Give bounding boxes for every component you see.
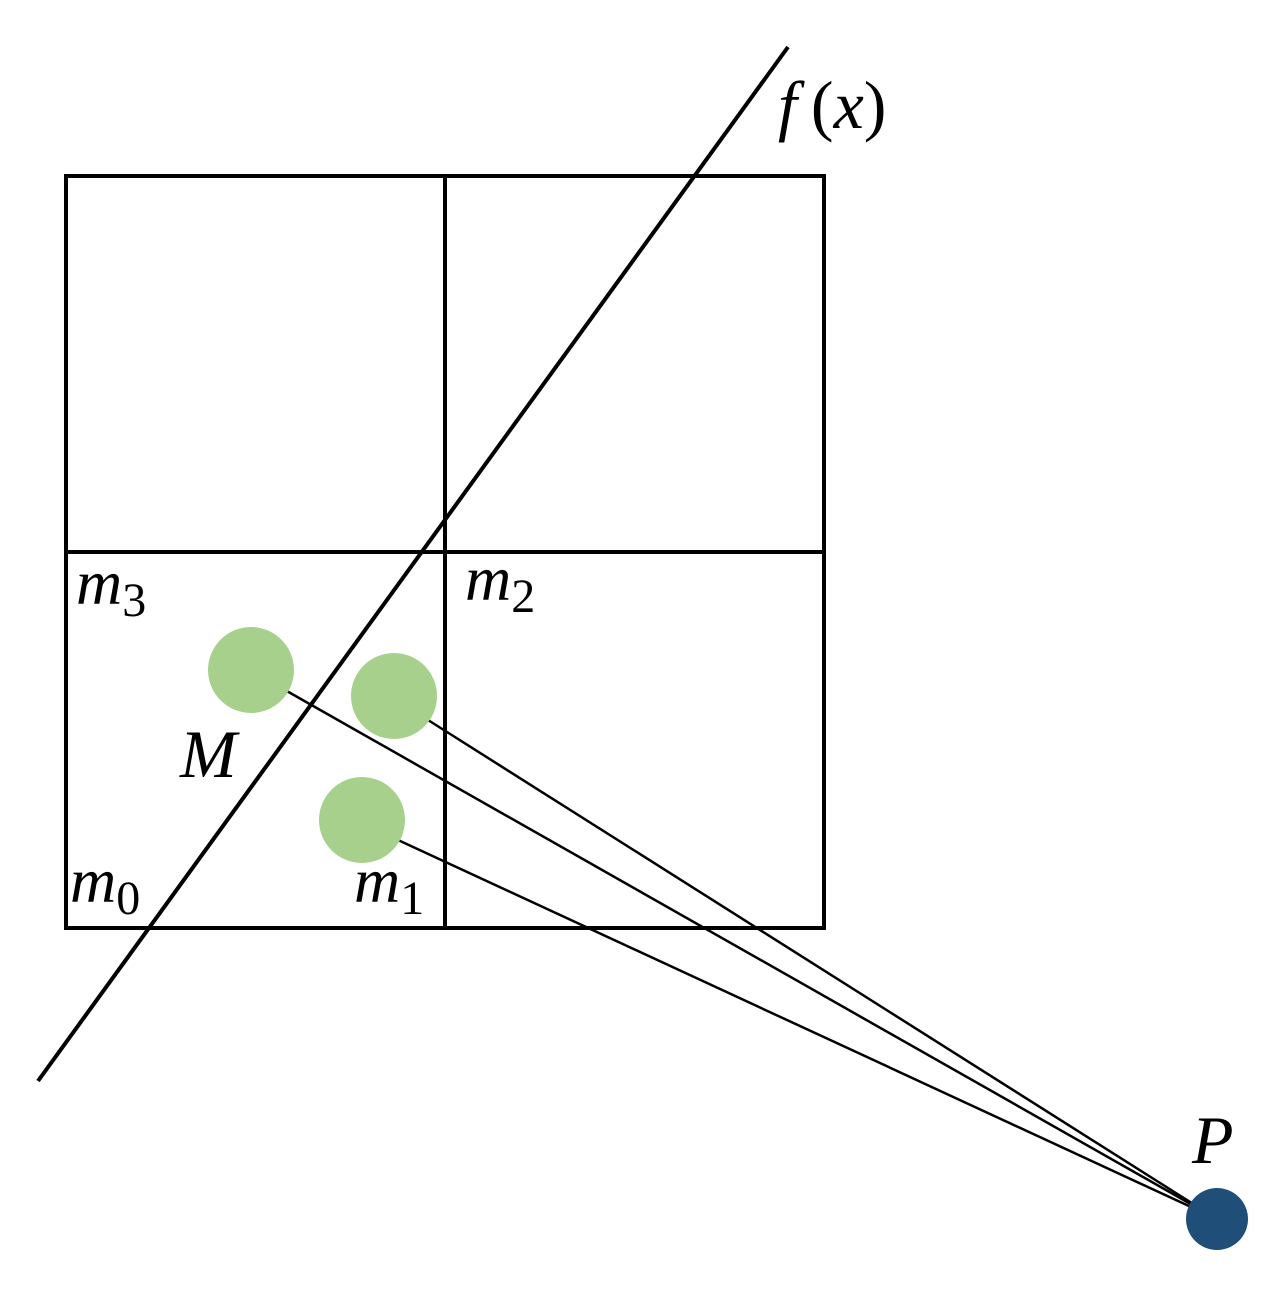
label-m0: m0 (70, 845, 140, 925)
sample-points (208, 627, 437, 863)
sample-point-lower (319, 777, 405, 863)
sample-point-upper-left (208, 627, 294, 713)
function-name: f (778, 67, 805, 143)
function-label: f(x) (778, 67, 886, 143)
label-point-m: M (179, 716, 240, 792)
label-m0-base: m (70, 845, 116, 916)
function-open-paren: ( (811, 67, 834, 143)
ray-upper-right (427, 718, 1218, 1221)
ray-upper-left (284, 688, 1218, 1221)
function-line (36, 45, 790, 1083)
label-m2: m2 (465, 543, 535, 623)
label-m1: m1 (354, 845, 424, 925)
function-variable: x (833, 67, 864, 143)
label-m3: m3 (76, 547, 146, 627)
label-m2-base: m (465, 543, 511, 614)
label-m3-base: m (76, 547, 122, 618)
ray-lower (397, 838, 1218, 1221)
function-close-paren: ) (864, 67, 887, 143)
label-m1-base: m (354, 845, 400, 916)
grid (64, 174, 826, 930)
rays (284, 688, 1218, 1221)
sample-point-upper-right (351, 653, 437, 739)
label-m2-subscript: 2 (511, 570, 535, 623)
label-m1-subscript: 1 (400, 872, 424, 925)
target-point-p (1186, 1188, 1248, 1250)
label-m0-subscript: 0 (116, 872, 140, 925)
label-point-p: P (1191, 1102, 1234, 1178)
label-m3-subscript: 3 (122, 574, 146, 627)
